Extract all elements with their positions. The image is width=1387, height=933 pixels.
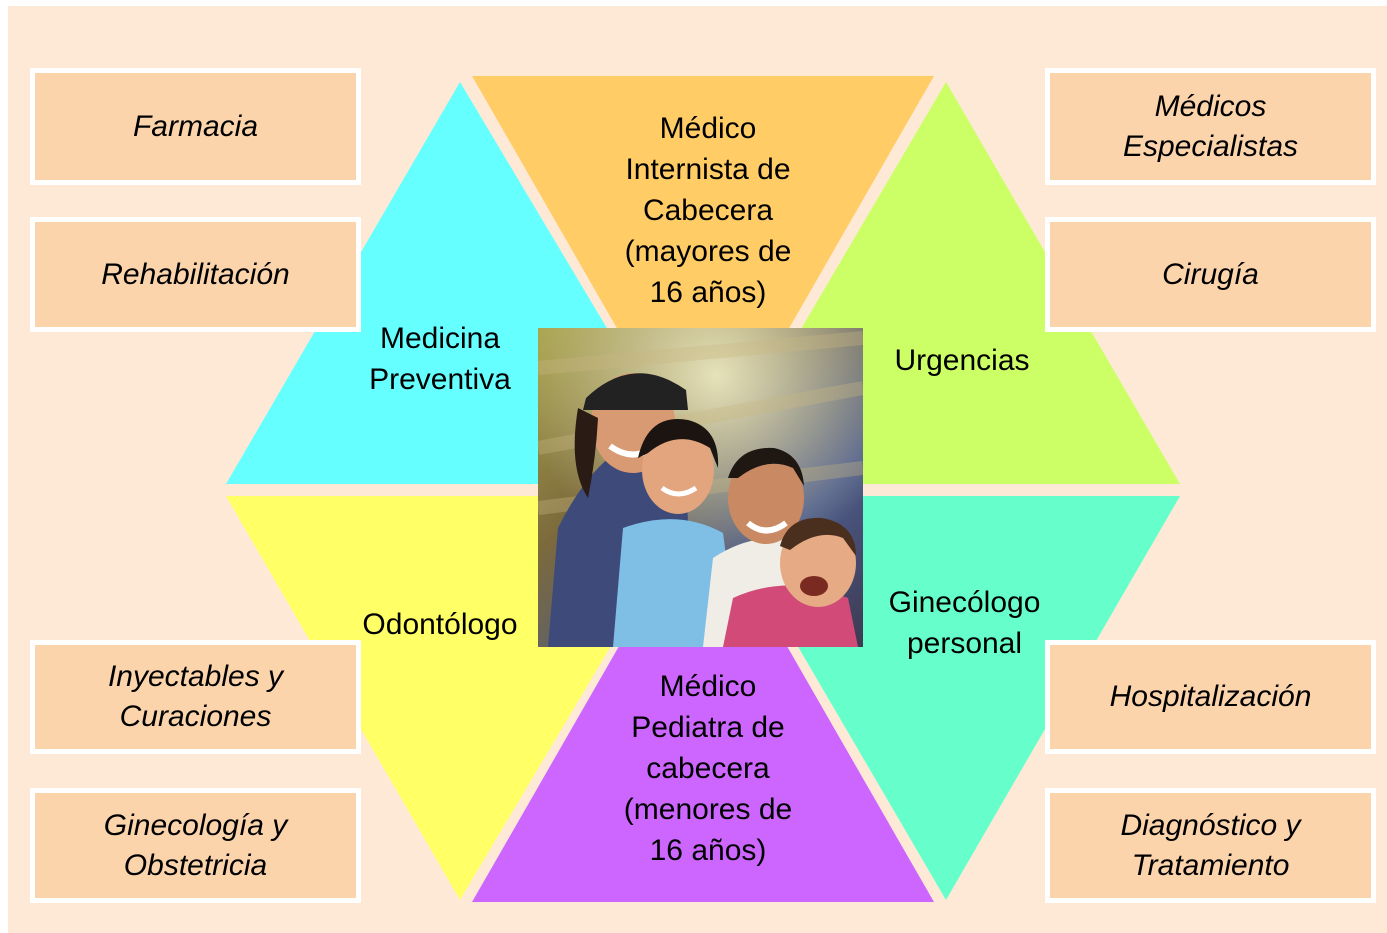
family-photo bbox=[538, 328, 863, 647]
box-diagnostico-tratamiento: Diagnóstico y Tratamiento bbox=[1045, 788, 1376, 903]
box-ginecologia-obstetricia: Ginecología y Obstetricia bbox=[30, 788, 361, 903]
box-inyectables-curaciones: Inyectables y Curaciones bbox=[30, 640, 361, 754]
triangle-medico-internista bbox=[472, 76, 934, 478]
label-medico-internista: Médico Internista de Cabecera (mayores d… bbox=[624, 112, 792, 309]
box-rehabilitacion: Rehabilitación bbox=[30, 217, 361, 332]
label-urgencias: Urgencias bbox=[894, 344, 1030, 377]
box-farmacia: Farmacia bbox=[30, 68, 361, 185]
triangle-medico-pediatra bbox=[472, 500, 934, 902]
label-medico-pediatra: Médico Pediatra de cabecera (menores de … bbox=[623, 670, 793, 867]
box-hospitalizacion: Hospitalización bbox=[1045, 640, 1376, 754]
label-odontologo: Odontólogo bbox=[362, 608, 518, 641]
label-medicina-preventiva: Medicina Preventiva bbox=[369, 322, 511, 396]
box-medicos-especialistas: Médicos Especialistas bbox=[1045, 68, 1376, 185]
box-cirugia: Cirugía bbox=[1045, 217, 1376, 332]
label-ginecologo: Ginecólogo personal bbox=[888, 586, 1041, 660]
